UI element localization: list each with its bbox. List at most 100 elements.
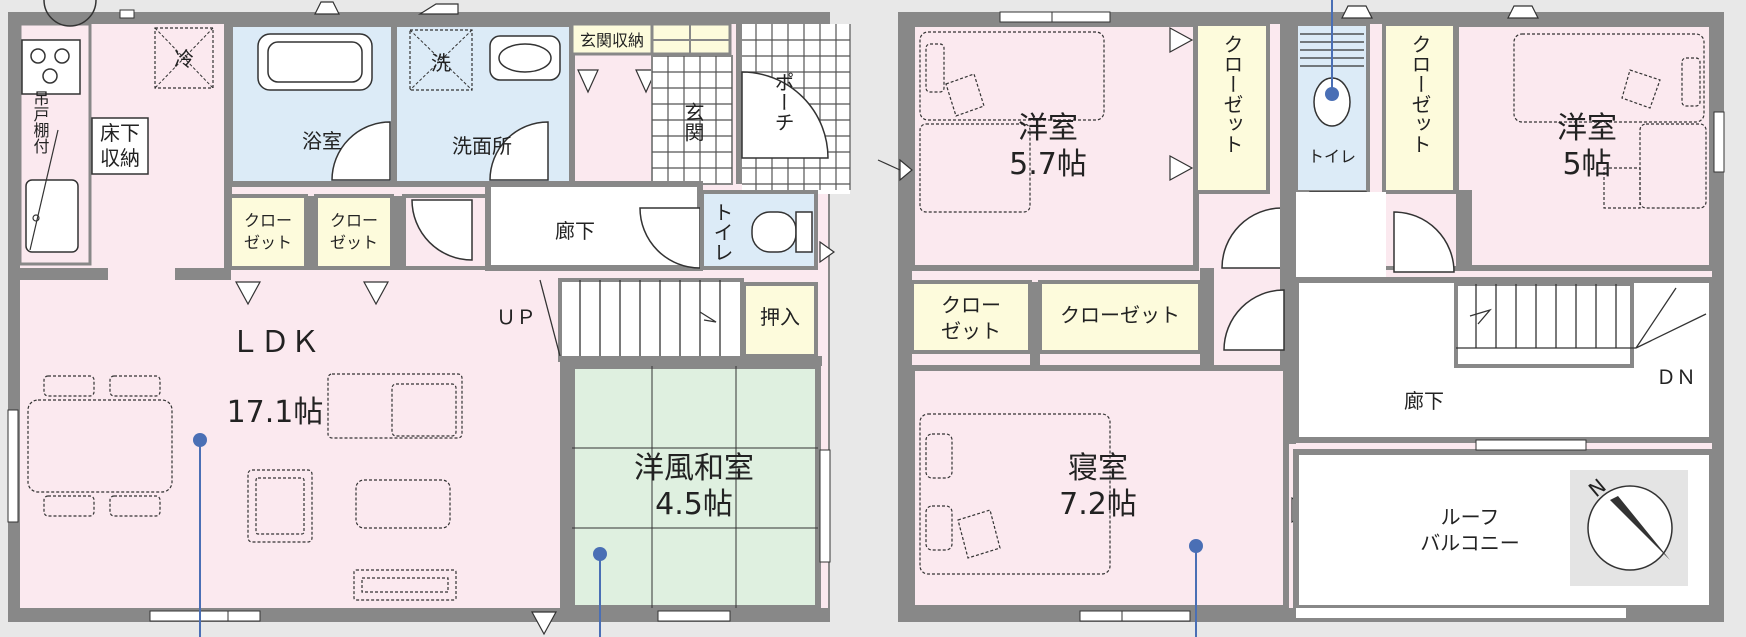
toilet-tank: [795, 211, 813, 253]
closet-right: [314, 194, 394, 270]
window-mark: [1713, 111, 1725, 173]
toilet-icon: [751, 211, 797, 253]
closet-d: [1038, 280, 1202, 354]
sink-icon: [25, 179, 79, 253]
entrance-storage: [570, 22, 654, 56]
room-a-name: 洋室: [1018, 111, 1078, 146]
burner-icon: [30, 48, 46, 64]
washbasin-bowl: [498, 43, 552, 73]
hallway-2f-label: 廊下: [1404, 389, 1444, 413]
entrance-tiles: [652, 56, 732, 184]
fridge-label: 冷: [174, 47, 194, 71]
window-marker-line: [877, 159, 901, 171]
toilet-2f-label: トイレ: [1308, 147, 1356, 166]
closet-door-marker: [234, 281, 262, 306]
closet-left-label-1: クロー: [244, 211, 292, 230]
room-b-size: 5帖: [1562, 147, 1611, 182]
pointer-dot: [193, 433, 207, 447]
door-marker: [530, 611, 558, 636]
washer-diagonal: [409, 29, 473, 91]
entrance-label: 玄関: [681, 102, 705, 142]
window-mark: [819, 449, 831, 563]
second-floor: 洋室 5.7帖 洋室 5帖 寝室 7.2帖 クローゼット クローゼット クロー …: [877, 0, 1725, 637]
fridge-diagonal: [154, 27, 214, 89]
stairs: [558, 278, 744, 362]
washroom-door-swing: [489, 121, 549, 181]
compass-icon: [1587, 485, 1673, 571]
bath-label: 浴室: [302, 129, 342, 153]
bathtub-inner: [267, 41, 363, 83]
washitsu-wall-top: [560, 356, 822, 366]
washbasin-icon: [489, 35, 561, 81]
toilet-door-swing: [639, 207, 701, 269]
door-marker: [577, 69, 599, 94]
stairs-2f-diagonal: [1635, 313, 1707, 349]
fixture-circle: [43, 0, 97, 27]
first-floor: ＬＤＫ 17.1帖 浴室 洗面所 洗 冷 床下 収納 吊戸棚付 玄関収納 玄関 …: [7, 0, 851, 637]
entrance-storage-label: 玄関収納: [580, 31, 644, 50]
hallway-label: 廊下: [555, 219, 595, 243]
closet-left: [228, 194, 308, 270]
stairs-2f-diagonal: [1635, 287, 1677, 349]
closet-b: [1382, 22, 1458, 194]
window-marker: [314, 1, 340, 15]
room-b: [1453, 21, 1715, 271]
room-a-furniture-icon: [919, 31, 1105, 213]
burner-icon: [42, 68, 58, 84]
closet-wall: [1200, 268, 1214, 368]
underfloor-storage-box: [91, 117, 149, 175]
room-b-door-swing: [1393, 211, 1455, 273]
closet-left-label-2: ゼット: [244, 233, 292, 252]
bedroom-furniture-icon: [919, 413, 1111, 575]
washitsu-name: 洋風和室: [634, 451, 754, 486]
porch-wall: [736, 24, 742, 184]
bedroom-door-swing: [1223, 289, 1285, 351]
bedroom-name: 寝室: [1068, 451, 1128, 486]
washer-label: 洗: [431, 51, 451, 75]
dn-label: ＤＮ: [1656, 365, 1696, 389]
hanging-shelf-label: 吊戸棚付: [31, 90, 50, 155]
partition-wall: [224, 24, 232, 270]
underfloor-storage-label-2: 収納: [100, 146, 140, 170]
closet-b-label: クローゼット: [1408, 34, 1432, 154]
kitchen-wall: [20, 268, 108, 280]
washitsu-size: 4.5帖: [655, 487, 733, 522]
up-label: ＵＰ: [496, 305, 536, 329]
window-mark: [7, 409, 19, 523]
room-a: [909, 21, 1199, 271]
room-a-door-swing: [1221, 207, 1283, 269]
living-furniture-icon: [247, 373, 463, 601]
bedroom-size: 7.2帖: [1059, 487, 1137, 522]
washitsu-wall: [560, 356, 572, 612]
ldk-name: ＬＤＫ: [230, 325, 320, 360]
pointer-dot: [1189, 539, 1203, 553]
window-mark: [119, 9, 135, 19]
window-mark: [657, 610, 731, 622]
kitchen-wall: [175, 268, 231, 280]
room-b-furniture-icon: [1513, 33, 1707, 209]
closet-c-label-1: クロー: [941, 293, 1001, 317]
closet-right-label-2: ゼット: [330, 233, 378, 252]
partition-wall: [308, 196, 316, 270]
partition-wall: [392, 196, 404, 270]
hallway-2f-upper: [1296, 192, 1386, 284]
oshiire-closet: [742, 282, 818, 358]
window-mark: [999, 11, 1111, 23]
closet-right-label-1: クロー: [330, 211, 378, 230]
window-mark: [149, 610, 261, 622]
bathtub-icon: [257, 33, 373, 91]
washer-diagonal: [409, 29, 473, 91]
closet-c-label-2: ゼット: [941, 319, 1001, 343]
shelf-line: [29, 129, 59, 251]
washroom-label: 洗面所: [452, 134, 512, 158]
washer-icon: [409, 29, 473, 91]
stove-icon: [21, 39, 81, 95]
hallway-door-swing: [411, 199, 473, 261]
ldk-size: 17.1帖: [227, 395, 324, 430]
faucet-icon: [32, 214, 40, 222]
window-mark: [1079, 610, 1191, 622]
hallway-2f-wall: [1456, 192, 1470, 270]
oshiire-label: 押入: [760, 305, 800, 329]
bedroom: [909, 365, 1289, 611]
